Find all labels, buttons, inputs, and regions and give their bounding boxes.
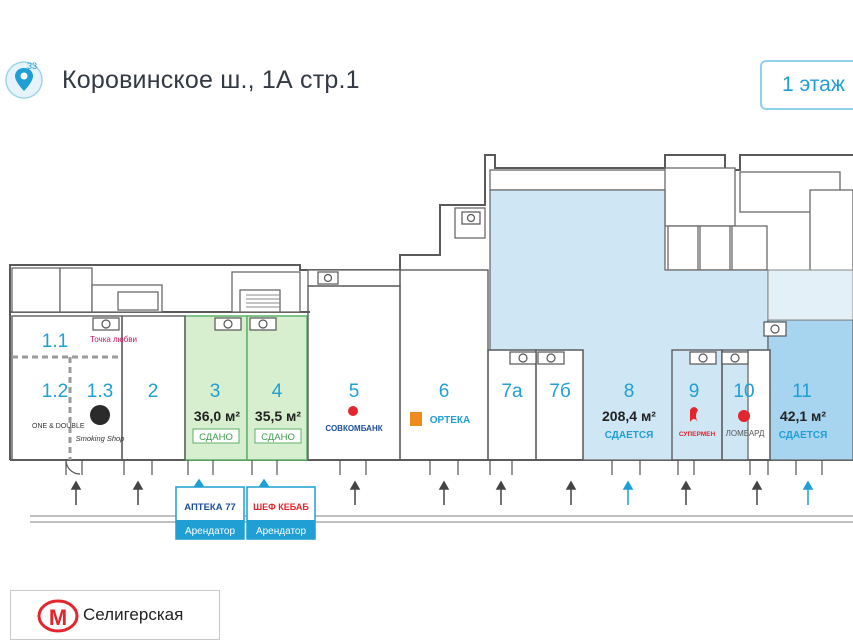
status-badge: СДАНО — [261, 432, 295, 443]
sovcombank-logo-icon — [348, 406, 358, 416]
stairs — [246, 294, 280, 308]
tenant-logo-one-double: ONE & DOUBLE — [32, 423, 85, 430]
unit-area: 42,1 м² — [780, 408, 826, 424]
leased-badges — [192, 428, 302, 444]
metro-station-name: Селигерская — [83, 605, 184, 624]
unit-walls — [11, 269, 771, 461]
supermen-logo-icon — [690, 407, 698, 422]
metro-station-label: М Селигерская — [10, 590, 220, 640]
for-rent-badges: СДАЕТСЯ СДАЕТСЯ — [605, 430, 828, 441]
status-badge: СДАЕТСЯ — [605, 430, 654, 441]
unit-number: 7а — [501, 381, 523, 402]
unit-number: 7б — [549, 381, 571, 402]
tenant-card-role: Арендатор — [256, 526, 307, 537]
metro-icon: М — [37, 599, 79, 633]
unit-number: 9 — [689, 381, 700, 402]
unit-area: 208,4 м² — [602, 408, 656, 424]
tenant-card-apteka[interactable]: АПТЕКА 77 Арендатор — [175, 486, 245, 540]
tenant-card-brand: АПТЕКА 77 — [184, 502, 236, 513]
tenant-logo-supermen: СУПЕРМЕН — [679, 431, 716, 438]
unit-number: 3 — [210, 381, 221, 402]
tenant-logo-tochka: Точка любви — [90, 335, 137, 344]
lombard-logo-icon — [738, 410, 750, 422]
tenant-logo-smoking-shop: Smoking Shop — [76, 434, 125, 443]
address-title: Коровинское ш., 1А стр.1 — [62, 66, 360, 94]
restroom-fixtures — [92, 211, 787, 365]
unit-number: 6 — [439, 381, 450, 402]
service-rooms — [11, 167, 853, 313]
unit-number: 8 — [624, 381, 635, 402]
orteka-logo-icon — [410, 412, 422, 426]
location-pin-icon: 33 — [4, 60, 44, 100]
leased-badge-labels: СДАНО СДАНО — [199, 432, 295, 443]
street-lines — [30, 515, 853, 523]
unit-area: 36,0 м² — [194, 408, 240, 424]
tenant-card-role: Арендатор — [185, 526, 236, 537]
status-badge: СДАЕТСЯ — [779, 430, 828, 441]
tenant-logos: Точка любви ONE & DOUBLE Smoking Shop СО… — [32, 335, 765, 443]
unit-number: 11 — [792, 381, 812, 402]
header-bar: 33 Коровинское ш., 1А стр.1 1 этаж — [0, 0, 853, 160]
unit-number: 1.3 — [87, 381, 113, 402]
unit-number: 4 — [272, 381, 283, 402]
metro-icon-letter: М — [49, 605, 67, 630]
floor-selector-button[interactable]: 1 этаж — [760, 60, 853, 110]
status-badge: СДАНО — [199, 432, 233, 443]
pin-badge: 33 — [27, 61, 37, 71]
corridor-area — [767, 269, 853, 321]
smoking-shop-logo-icon — [90, 405, 110, 425]
unit-area: 35,5 м² — [255, 408, 301, 424]
unit-number: 5 — [349, 381, 360, 402]
tenant-logo-sovcombank: СОВКОМБАНК — [325, 424, 382, 433]
unit-areas: 36,0 м² 35,5 м² 208,4 м² 42,1 м² — [194, 408, 826, 424]
tenant-card-brand: ШЕФ КЕБАБ — [253, 502, 309, 512]
unit-number: 10 — [733, 381, 754, 402]
entrance-arrows — [70, 480, 763, 505]
unit-numbers: 1.1 1.2 1.3 2 3 4 5 6 7а 7б 8 9 10 11 — [42, 331, 812, 402]
unit-number: 1.1 — [42, 331, 68, 352]
entrance-doors — [65, 459, 823, 475]
tenant-logo-orteka: ОРТЕКА — [430, 415, 470, 426]
unit-number: 2 — [148, 381, 159, 402]
floor-selector-label: 1 этаж — [782, 73, 845, 96]
tenant-card-shef-kebab[interactable]: ШЕФ КЕБАБ Арендатор — [246, 486, 316, 540]
unit-number: 1.2 — [42, 381, 68, 402]
tenant-logo-lombard: ЛОМБАРД — [726, 429, 765, 438]
